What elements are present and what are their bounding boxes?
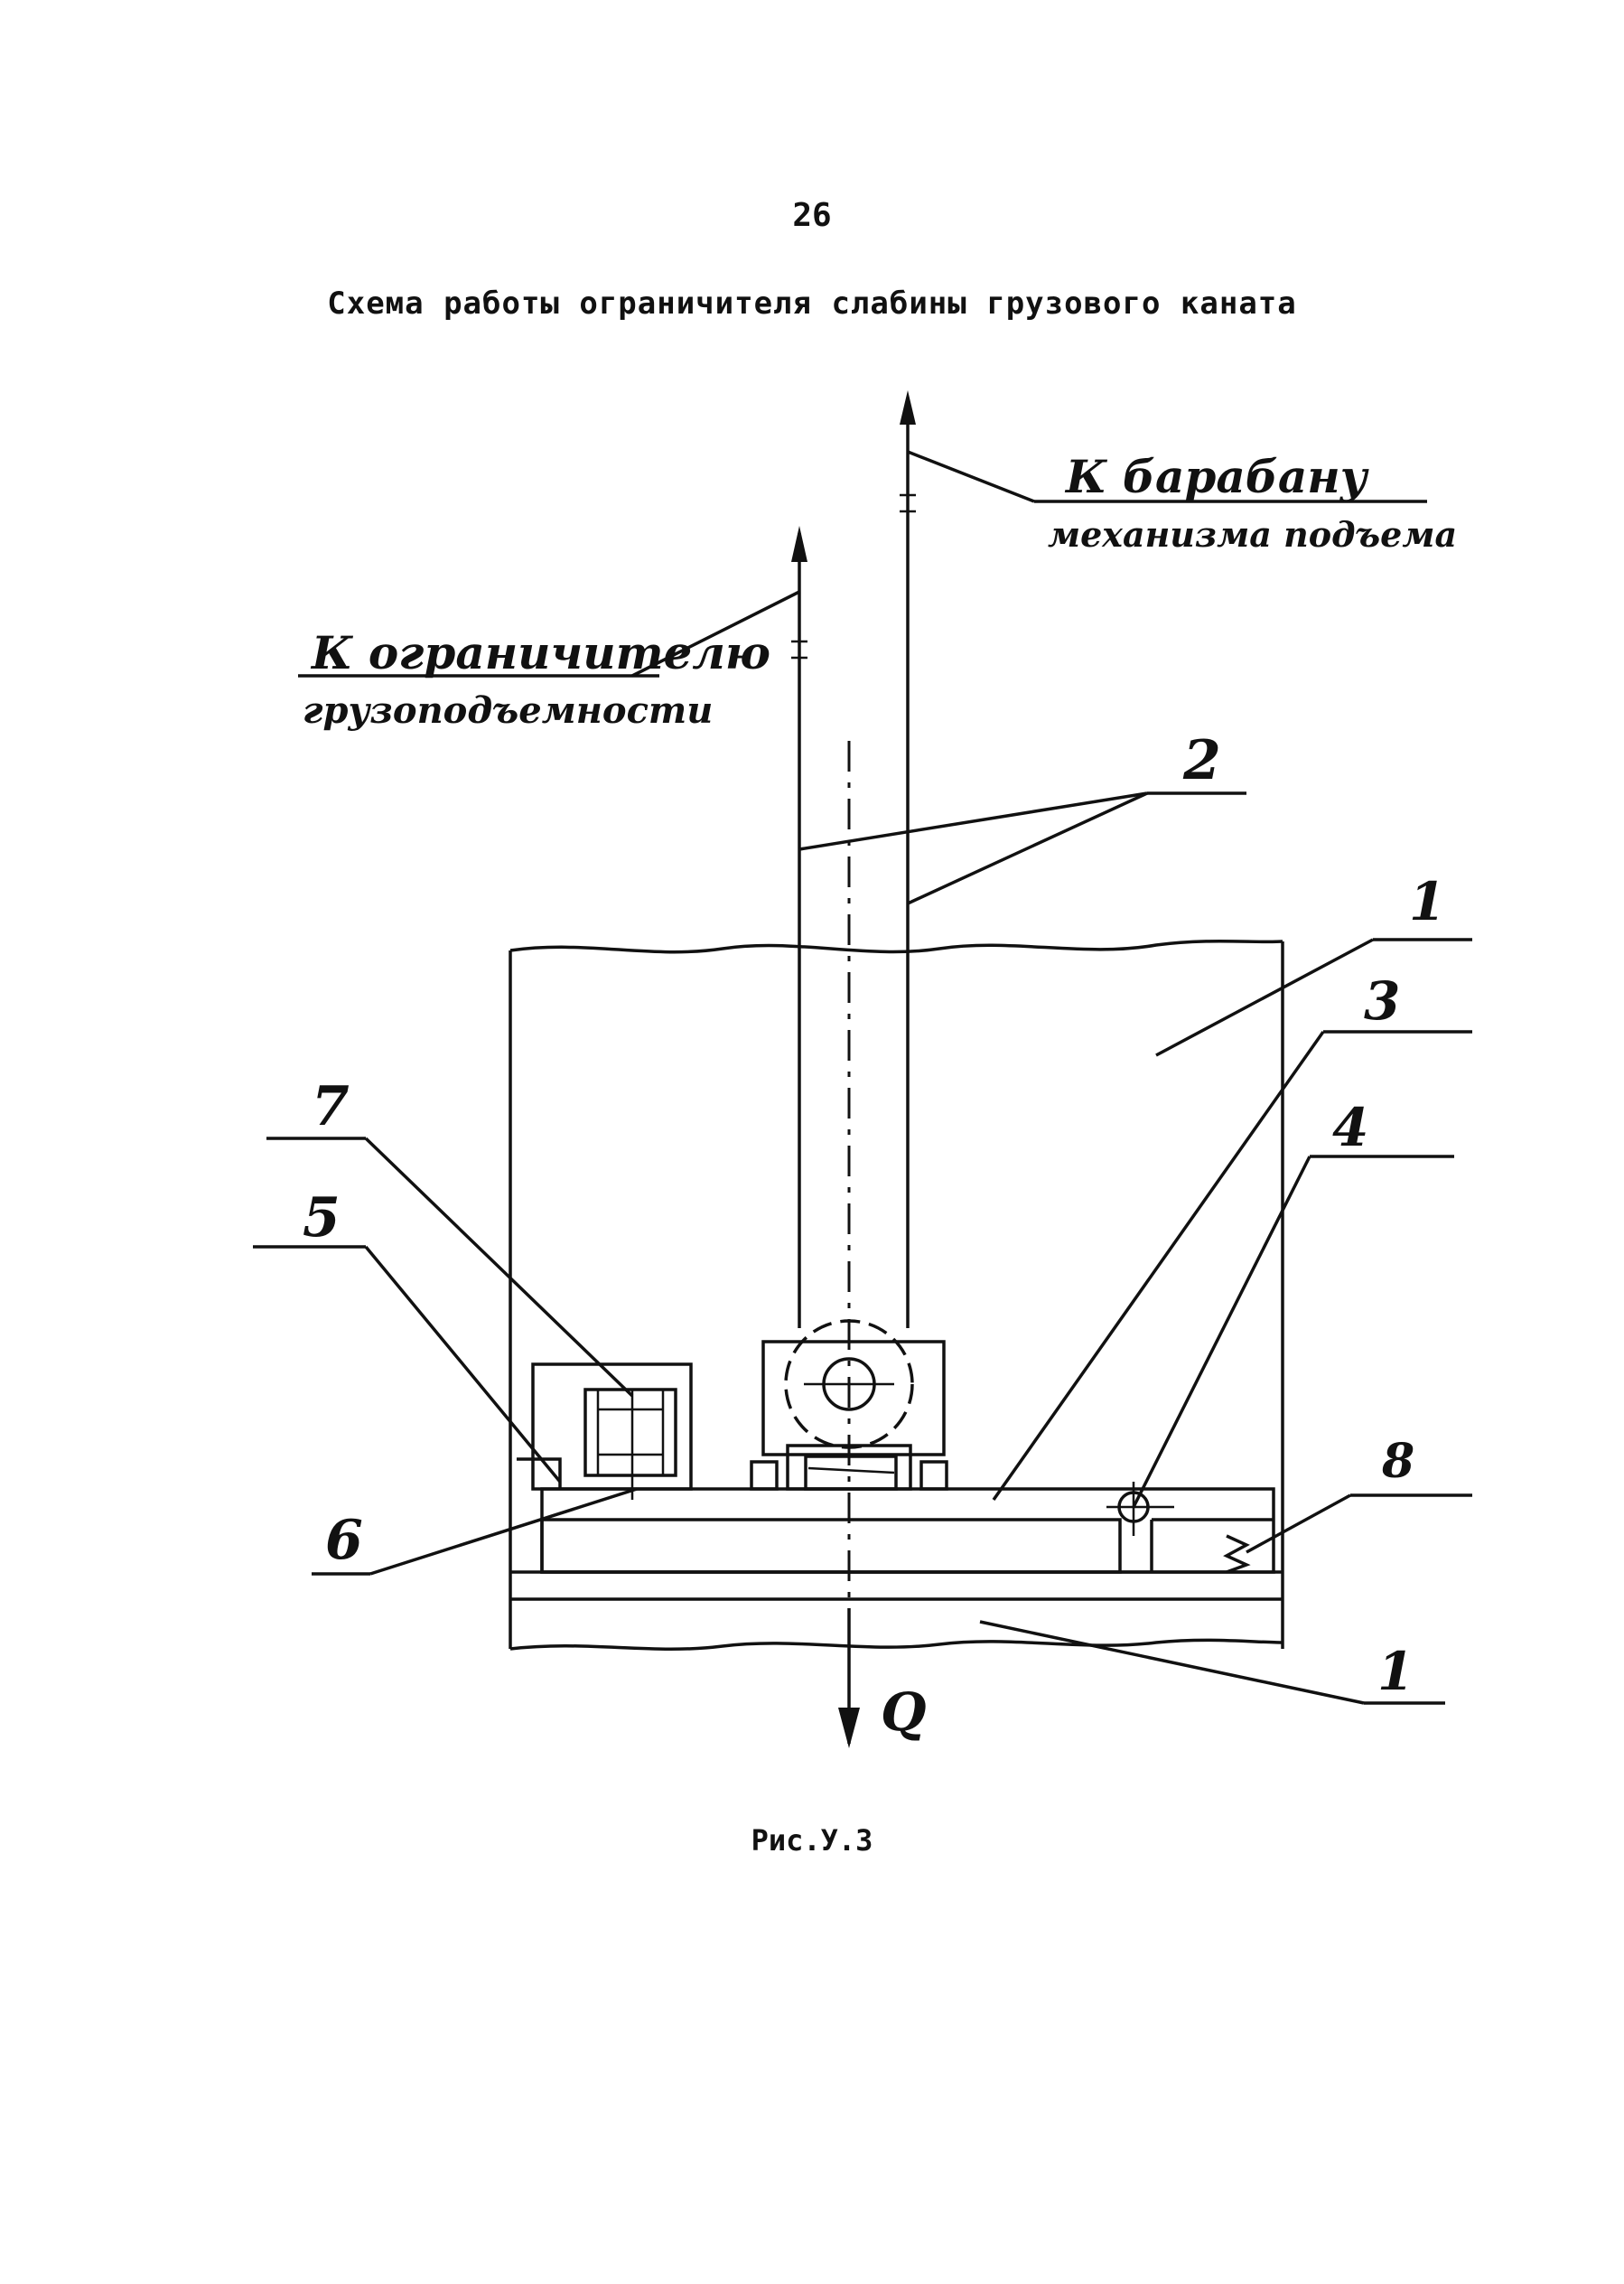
callout-7: 7	[312, 1075, 350, 1138]
rope-to-limiter-arrow-icon	[791, 526, 807, 562]
sheave-outer-circle	[784, 1319, 914, 1449]
to-drum-label-line1: К барабану	[1064, 450, 1369, 503]
to-drum-label-line2: механизма подъема	[1048, 514, 1457, 555]
load-label: Q	[881, 1681, 927, 1743]
rope-to-limiter	[298, 526, 807, 1328]
load-arrow-icon	[838, 1708, 860, 1748]
callout-3: 3	[1364, 970, 1400, 1032]
callout-4: 4	[1332, 1097, 1368, 1158]
housing	[509, 939, 1284, 1652]
spring	[1223, 1534, 1251, 1574]
callout-leaders	[253, 938, 1472, 1705]
rope-to-drum-arrow-icon	[900, 390, 916, 425]
to-limiter-label-line1: К ограничителю	[310, 626, 770, 679]
callout-2-leaders	[798, 791, 1246, 905]
load-arrow	[838, 1608, 860, 1748]
sensor-box	[531, 1362, 693, 1500]
lever-plate	[540, 1487, 1275, 1574]
page-title: Схема работы ограничителя слабины грузов…	[327, 286, 1297, 322]
callout-1-bottom: 1	[1377, 1641, 1414, 1702]
to-limiter-label-line2: грузоподъемности	[303, 689, 713, 732]
figure-caption: Рис.У.3	[751, 1823, 873, 1858]
callout-6: 6	[325, 1509, 363, 1572]
page-number: 26	[792, 197, 832, 234]
sheave-block	[750, 1319, 948, 1491]
callout-8: 8	[1381, 1434, 1414, 1489]
rope-to-drum	[900, 390, 1427, 1328]
callout-2: 2	[1182, 729, 1221, 792]
left-support	[517, 1457, 562, 1489]
callout-5: 5	[303, 1186, 341, 1250]
pivot	[1106, 1482, 1174, 1536]
callout-1-top: 1	[1409, 871, 1445, 932]
